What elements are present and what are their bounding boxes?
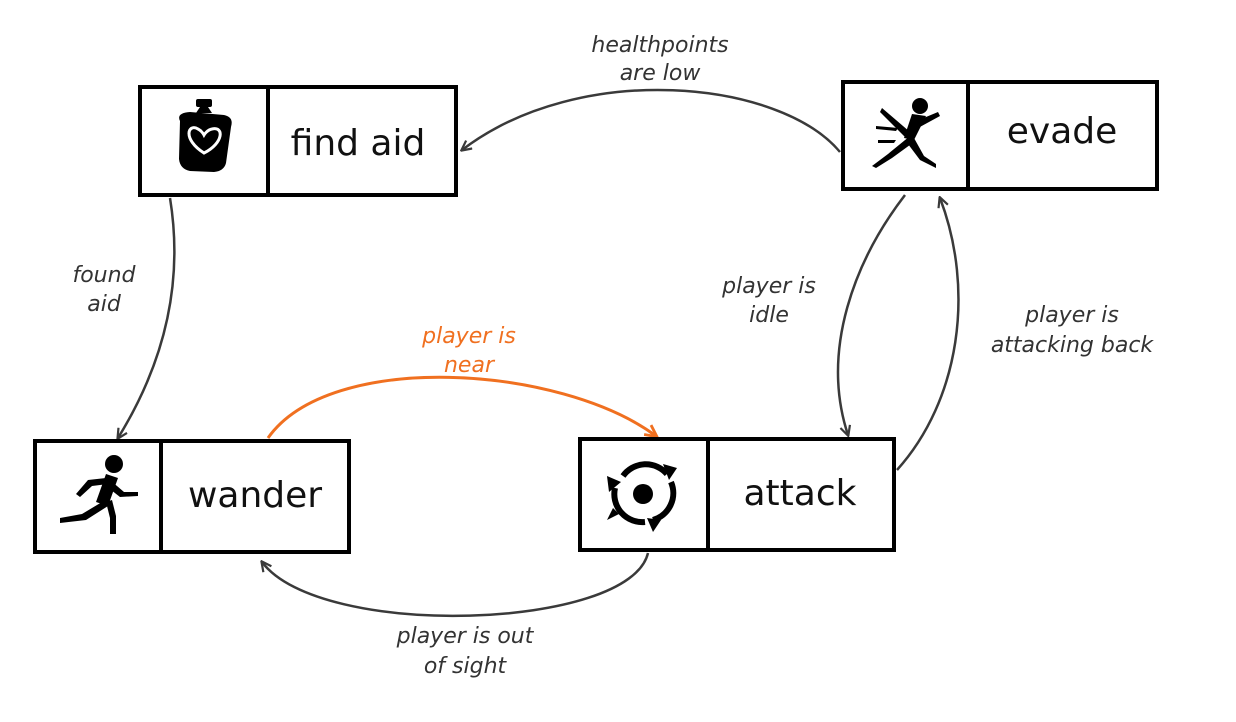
label-line: player is <box>421 324 516 349</box>
label-line: near <box>444 353 496 378</box>
label-player-idle: player is idle <box>721 274 816 328</box>
state-find-aid: find aid <box>138 85 458 197</box>
label-player-out-of-sight: player is out of sight <box>396 624 535 679</box>
label-line: healthpoints <box>591 33 728 58</box>
label-line: of sight <box>424 654 508 679</box>
arrow-evade-to-find-aid <box>462 88 841 153</box>
label-healthpoints-low: healthpoints are low <box>591 33 728 86</box>
state-label: wander <box>188 475 322 516</box>
label-line: player is <box>721 274 816 299</box>
label-line: attacking back <box>991 333 1155 358</box>
state-label: attack <box>744 473 857 514</box>
state-box <box>578 437 896 552</box>
label-line: player is out <box>396 624 535 649</box>
running-figure-icon <box>60 455 138 534</box>
label-line: are low <box>620 61 702 86</box>
state-attack: attack <box>578 437 896 552</box>
state-box <box>33 439 351 554</box>
arrow-attack-to-evade <box>896 198 960 471</box>
label-player-attacking-back: player is attacking back <box>991 303 1155 358</box>
label-line: idle <box>749 303 789 328</box>
attack-swirl-icon <box>607 461 677 532</box>
label-line: found <box>72 263 136 288</box>
evade-figure-icon <box>872 98 940 168</box>
arrow-evade-to-attack <box>836 194 906 435</box>
label-player-near: player is near <box>421 324 516 378</box>
label-found-aid: found aid <box>72 263 136 317</box>
label-line: player is <box>1024 303 1119 328</box>
state-box <box>841 80 1159 191</box>
state-label: find aid <box>291 123 426 164</box>
arrow-attack-to-wander <box>262 552 650 618</box>
label-line: aid <box>87 292 122 317</box>
medkit-heart-icon <box>179 99 232 172</box>
state-evade: evade <box>841 80 1159 191</box>
state-wander: wander <box>33 439 351 554</box>
arrow-find-aid-to-wander <box>118 197 176 438</box>
arrow-wander-to-attack <box>266 375 656 439</box>
state-label: evade <box>1007 111 1118 152</box>
